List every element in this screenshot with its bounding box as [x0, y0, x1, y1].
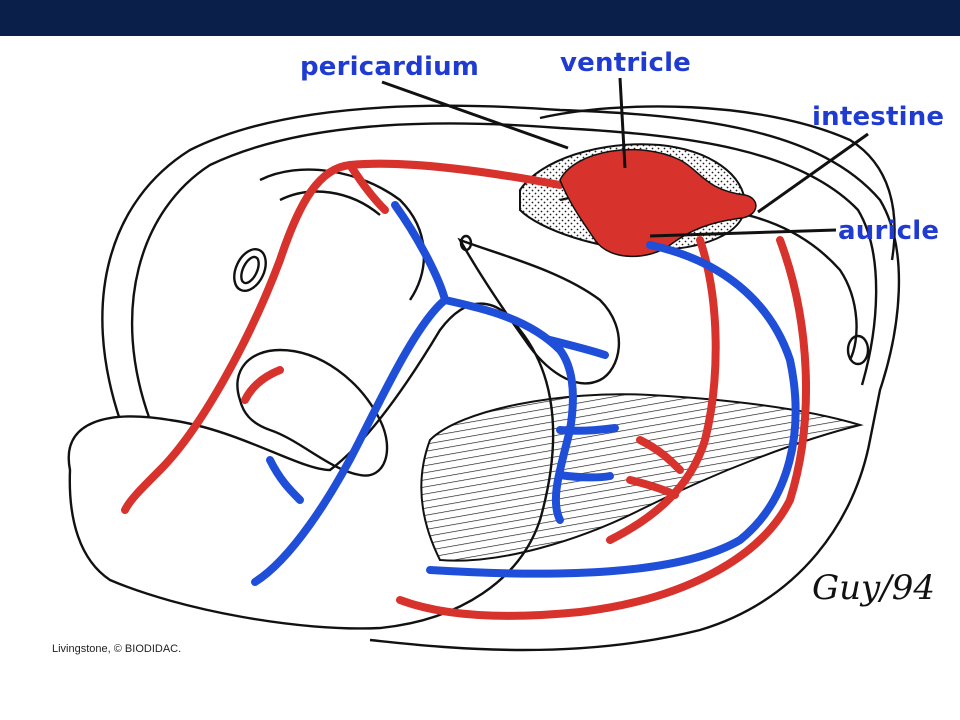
pores [233, 234, 870, 366]
label-ventricle: ventricle [560, 48, 692, 78]
label-pericardium: pericardium [300, 52, 480, 82]
leader-lines [381, 77, 869, 238]
heart [559, 148, 757, 258]
gill [420, 393, 864, 562]
title-bar [0, 0, 960, 36]
arteries [121, 159, 810, 620]
artist-signature: Guy/94 [812, 568, 935, 608]
veins [251, 201, 800, 586]
shell-outline [101, 104, 901, 652]
label-auricle: auricle [838, 216, 940, 246]
credit-line: Livingstone, © BIODIDAC. [52, 643, 182, 655]
label-intestine: intestine [812, 102, 945, 132]
